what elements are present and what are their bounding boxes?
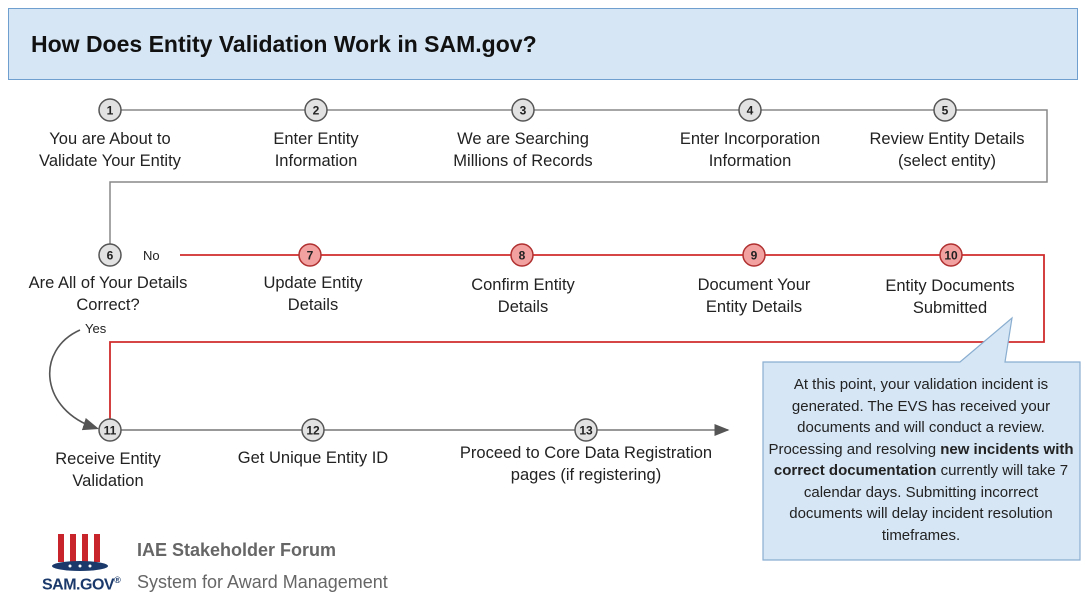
step-circle-3 (511, 98, 535, 122)
step-label-line-2: (select entity) (897, 152, 997, 170)
step-number-9: 9 (751, 249, 758, 263)
step-label-line-2: Details (287, 296, 339, 314)
step-label-line-1: Update Entity (263, 274, 363, 292)
step-node-6: 6 (98, 243, 122, 267)
step-number-10: 10 (944, 249, 958, 263)
step-node-11: 11 (98, 418, 122, 442)
step-label-line-1: We are Searching (457, 130, 589, 148)
step-node-9: 9 (742, 243, 766, 267)
footer-subtitle: System for Award Management (137, 572, 388, 592)
step-number-3: 3 (520, 104, 527, 118)
step-label-line-2: Information (708, 152, 792, 170)
step-label-line-1: Receive Entity (55, 450, 161, 468)
callout-part-1: At this point, your validation incident … (768, 376, 1051, 458)
step-label-line-2: pages (if registering) (510, 466, 662, 484)
step-node-13: 13 (574, 418, 598, 442)
step-number-8: 8 (519, 249, 526, 263)
step-node-8: 8 (510, 243, 534, 267)
branch-yes-label: Yes (85, 321, 107, 336)
callout-bold: new incidents with correct documentation (773, 440, 1074, 480)
step-label-line-1: Enter Incorporation (679, 130, 821, 148)
step-circle-12 (301, 418, 325, 442)
connector-row-1 (109, 109, 1048, 255)
sam-logo-icon (52, 534, 108, 571)
step-label-line-1: Confirm Entity (471, 276, 575, 294)
step-label-line-2: Correct? (76, 296, 140, 314)
step-label-5: Review Entity Details (select entity) (837, 128, 1057, 172)
title-bar: How Does Entity Validation Work in SAM.g… (8, 8, 1078, 80)
step-circle-7 (298, 243, 322, 267)
step-node-12: 12 (301, 418, 325, 442)
step-circle-4 (738, 98, 762, 122)
step-circle-11 (98, 418, 122, 442)
step-number-13: 13 (579, 424, 593, 438)
step-label-line-2: Details (497, 298, 549, 316)
step-circle-10 (939, 243, 963, 267)
step-circle-6 (98, 243, 122, 267)
step-number-11: 11 (104, 424, 117, 438)
step-label-line-1: Entity Documents (885, 277, 1015, 295)
branch-no-label: No (143, 248, 160, 263)
step-number-5: 5 (942, 104, 949, 118)
step-label-line-2: Validation (72, 472, 144, 490)
step-label-line-2: Validate Your Entity (39, 152, 181, 170)
page-title: How Does Entity Validation Work in SAM.g… (31, 31, 537, 57)
step-number-7: 7 (307, 249, 314, 263)
step-label-line-2: Millions of Records (453, 152, 593, 170)
step-label-line-2: Entity Details (705, 298, 803, 316)
step-circle-5 (933, 98, 957, 122)
step-node-1: 1 (98, 98, 122, 122)
step-number-6: 6 (107, 249, 114, 263)
callout-text: At this point, your validation incident … (767, 374, 1075, 546)
step-label-12: Get Unique Entity ID (203, 447, 423, 469)
logo-registered: ® (114, 575, 121, 585)
step-circle-1 (98, 98, 122, 122)
step-label-line-1: You are About to (49, 130, 171, 148)
step-label-line-2: Submitted (912, 299, 988, 317)
step-circle-9 (742, 243, 766, 267)
step-number-1: 1 (107, 104, 114, 118)
callout-part-2: currently will take 7 calendar days. Sub… (789, 462, 1069, 544)
sam-logo-text: SAM.GOV® (42, 575, 121, 594)
step-label-line-1: Enter Entity (273, 130, 359, 148)
step-circle-2 (304, 98, 328, 122)
step-node-3: 3 (511, 98, 535, 122)
step-label-13: Proceed to Core Data Registration pages (… (436, 442, 736, 486)
yes-curve-arrow (48, 329, 100, 431)
step-label-line-1: Get Unique Entity ID (237, 449, 389, 467)
step-label-line-1: Proceed to Core Data Registration (459, 444, 713, 462)
step-label-line-2: Information (274, 152, 358, 170)
footer-title: IAE Stakeholder Forum (137, 540, 337, 560)
step-node-7: 7 (298, 243, 322, 267)
step-label-line-1: Are All of Your Details (28, 274, 188, 292)
step-circle-13 (574, 418, 598, 442)
step-node-2: 2 (304, 98, 328, 122)
callout-shape (762, 316, 1081, 561)
step-node-5: 5 (933, 98, 957, 122)
step-label-1: You are About to Validate Your Entity (0, 128, 220, 172)
logo-wordmark: SAM.GOV (42, 576, 115, 594)
step-label-line-1: Document Your (697, 276, 811, 294)
step-node-10: 10 (939, 243, 963, 267)
step-label-line-1: Review Entity Details (869, 130, 1025, 148)
step-number-12: 12 (306, 424, 320, 438)
step-node-4: 4 (738, 98, 762, 122)
step-circle-8 (510, 243, 534, 267)
step-number-2: 2 (313, 104, 320, 118)
step-number-4: 4 (747, 104, 754, 118)
